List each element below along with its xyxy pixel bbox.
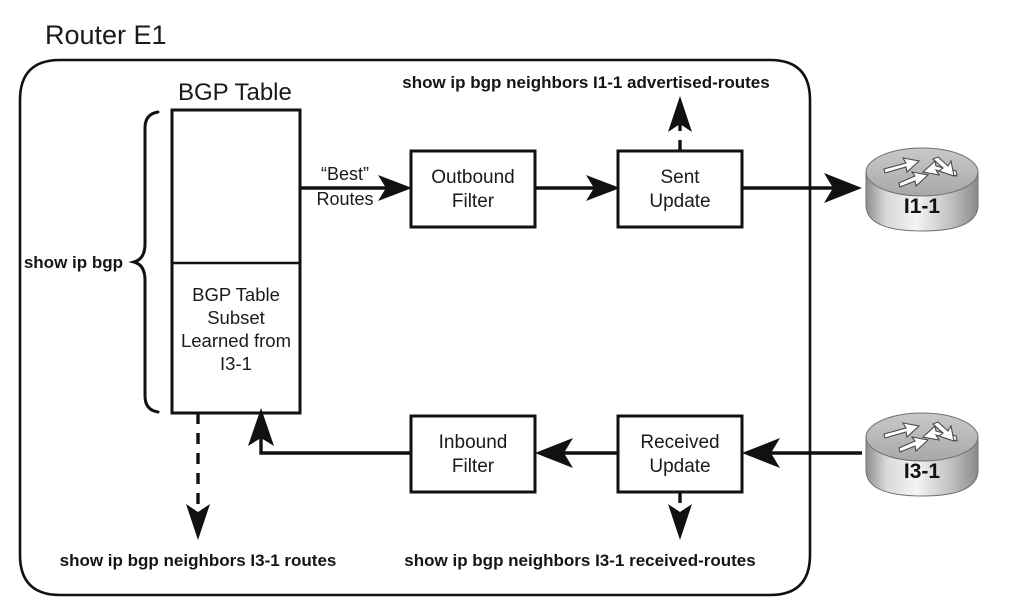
received-update-label-line1: Received: [640, 432, 719, 453]
bgp-subset-line-4: I3-1: [220, 353, 252, 374]
best-routes-label-line2: Routes: [316, 189, 373, 209]
page-title: Router E1: [45, 20, 167, 50]
neighbor-routes-command: show ip bgp neighbors I3-1 routes: [60, 551, 337, 570]
sent-update-label-line2: Update: [649, 191, 710, 212]
outbound-to-sent-arrowhead: [586, 175, 620, 201]
sent-update-label-line1: Sent: [660, 167, 700, 188]
received-update-label-line2: Update: [649, 456, 710, 477]
sent-update-box: [616, 149, 744, 229]
outbound-filter-box: [409, 149, 537, 229]
sent-to-router-arrowhead: [824, 173, 862, 203]
bgp-subset-line-1: BGP Table: [192, 284, 280, 305]
received-to-inbound-arrowhead: [535, 438, 573, 468]
advertised-routes-command: show ip bgp neighbors I1-1 advertised-ro…: [402, 73, 769, 92]
show-ip-bgp-label: show ip bgp: [24, 253, 123, 272]
router-i1-1-arrow-down: [898, 171, 930, 188]
received-routes-arrowhead: [668, 504, 692, 540]
bgp-subset-line-3: Learned from: [181, 330, 291, 351]
inbound-filter-label-line1: Inbound: [439, 432, 508, 453]
inbound-to-table-arrowhead: [248, 408, 274, 446]
router-i3-1-arrow-down: [898, 436, 930, 453]
router-i3-1: I3-1: [865, 412, 979, 497]
router-i3-1-top: [865, 412, 979, 462]
inbound-filter-label-line2: Filter: [452, 456, 495, 477]
inbound-to-table-line: [259, 438, 411, 455]
outbound-filter-label-line2: Filter: [452, 191, 495, 212]
inbound-filter-box: [409, 414, 537, 494]
best-routes-arrowhead: [378, 175, 412, 201]
bgp-table-box: [170, 108, 302, 415]
router-i1-1-top: [865, 147, 979, 197]
advertised-routes-arrowhead: [668, 96, 692, 132]
router-i3-1-arrow-left: [883, 422, 921, 439]
router-i1-1-label: I1-1: [904, 195, 941, 218]
router-i3-1-arrow-up: [931, 421, 955, 442]
outbound-filter-label-line1: Outbound: [431, 167, 514, 188]
bgp-table-heading: BGP Table: [178, 79, 292, 106]
received-routes-command: show ip bgp neighbors I3-1 received-rout…: [404, 551, 755, 570]
best-routes-label-line1: “Best”: [321, 164, 369, 184]
router-i1-1-arrow-up: [931, 156, 955, 177]
router-i1-1-arrow-left: [883, 157, 921, 174]
neighbor-routes-arrowhead: [186, 504, 210, 540]
received-update-box: [616, 414, 744, 494]
show-ip-bgp-brace: [128, 110, 160, 414]
bgp-subset-line-2: Subset: [207, 307, 265, 328]
router-boundary: [18, 58, 812, 597]
router-i3-1-label: I3-1: [904, 460, 941, 483]
router-i1-1: I1-1: [865, 147, 979, 232]
router-to-received-arrowhead: [742, 438, 780, 468]
